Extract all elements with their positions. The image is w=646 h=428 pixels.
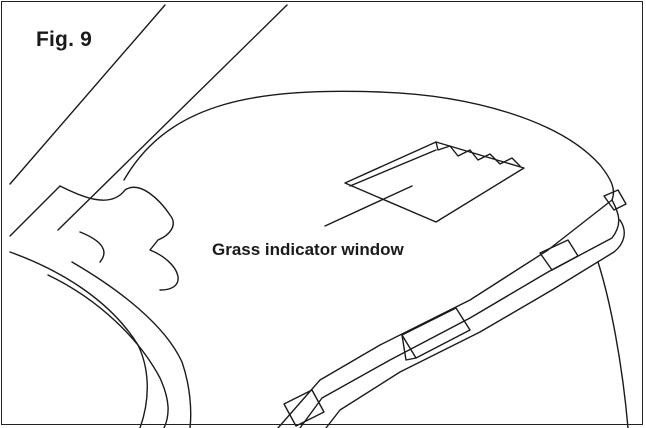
rim-clips (283, 189, 627, 427)
figure-label: Fig. 9 (36, 28, 93, 51)
housing-side-curve (597, 261, 629, 428)
housing-top-outline (123, 90, 615, 428)
rim-clip (401, 334, 417, 361)
callout-leader-line (324, 185, 413, 227)
grass-indicator-window (344, 141, 525, 223)
housing-rim-line-1 (299, 199, 620, 428)
grass-indicator-window-label: Grass indicator window (212, 240, 404, 259)
rim-clip (401, 307, 471, 359)
rim-clip (603, 189, 627, 211)
housing-rim-line-2 (325, 219, 625, 428)
rim-clip (539, 239, 579, 271)
rim-clip (283, 389, 325, 427)
handle-bars (9, 4, 288, 237)
handle-bracket (9, 185, 192, 428)
